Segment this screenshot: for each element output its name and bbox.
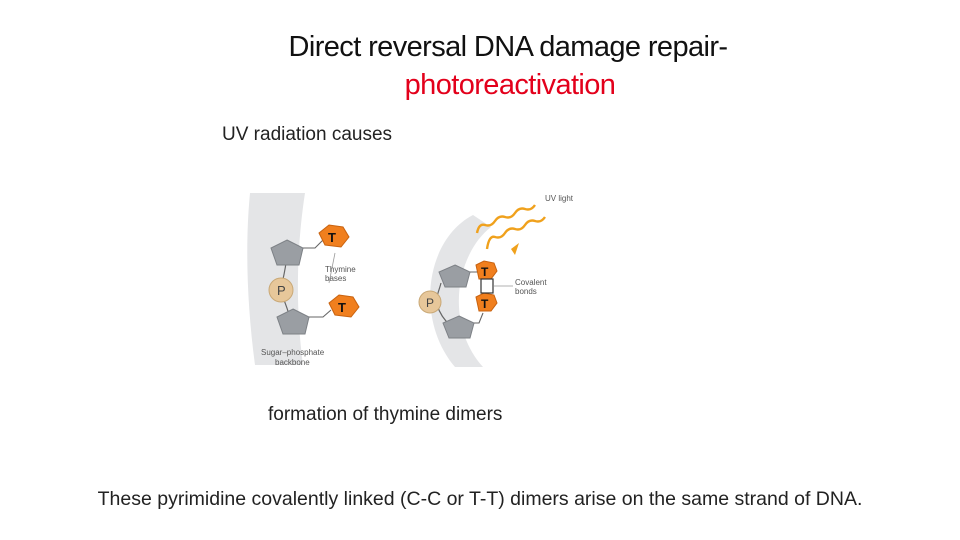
right-phosphate-label: P [426,296,434,310]
caption-uv-radiation: UV radiation causes [222,124,393,145]
label-thymine-bases-line2: bases [325,274,346,283]
left-phosphate [268,277,294,303]
label-backbone-line2: backbone [275,358,310,367]
left-link-top [303,239,324,249]
caption-thymine-dimers: formation of thymine dimers [268,404,503,425]
right-phosphate [418,290,442,314]
label-covalent-bonds-line2: bonds [515,287,537,296]
slide-title: Direct reversal DNA damage repair- photo… [0,28,960,104]
uv-arrowhead [511,243,519,255]
label-backbone-line1: Sugar–phosphate [261,348,325,357]
thymine-dimer-figure: P T T Thymine bases Sugar–phosphate back… [245,185,595,370]
slide-title-line1: Direct reversal DNA damage repair- [288,31,729,63]
left-base-bottom-letter: T [338,300,346,315]
label-thymine-bases-line1: Thymine [325,265,356,274]
left-phosphate-label: P [277,283,286,298]
covalent-bonds-box [480,278,494,294]
right-sugar-top [438,264,471,288]
caption-pyrimidine-dimers: These pyrimidine covalently linked (C-C … [97,488,863,510]
left-base-top-letter: T [328,230,336,245]
label-covalent-bonds-line1: Covalent [515,278,547,287]
left-link-bottom [309,309,332,318]
right-base-top-letter: T [481,265,489,279]
uv-wave-1 [475,204,536,234]
uv-wave-2 [485,216,546,250]
right-base-top [475,260,498,280]
label-uv-light: UV light [545,194,574,203]
left-sugar-bottom [276,308,310,335]
slide-title-line2: photoreactivation [404,69,616,101]
left-base-bottom [328,294,360,318]
right-sugar-bottom [442,315,475,339]
left-sugar-top [270,239,304,266]
left-bases-pointer [328,252,336,284]
right-base-bottom-letter: T [481,297,489,311]
right-link-bottom [474,312,484,324]
left-base-top [318,224,350,248]
thymine-dimer-diagram: P T T Thymine bases Sugar–phosphate back… [247,193,574,367]
